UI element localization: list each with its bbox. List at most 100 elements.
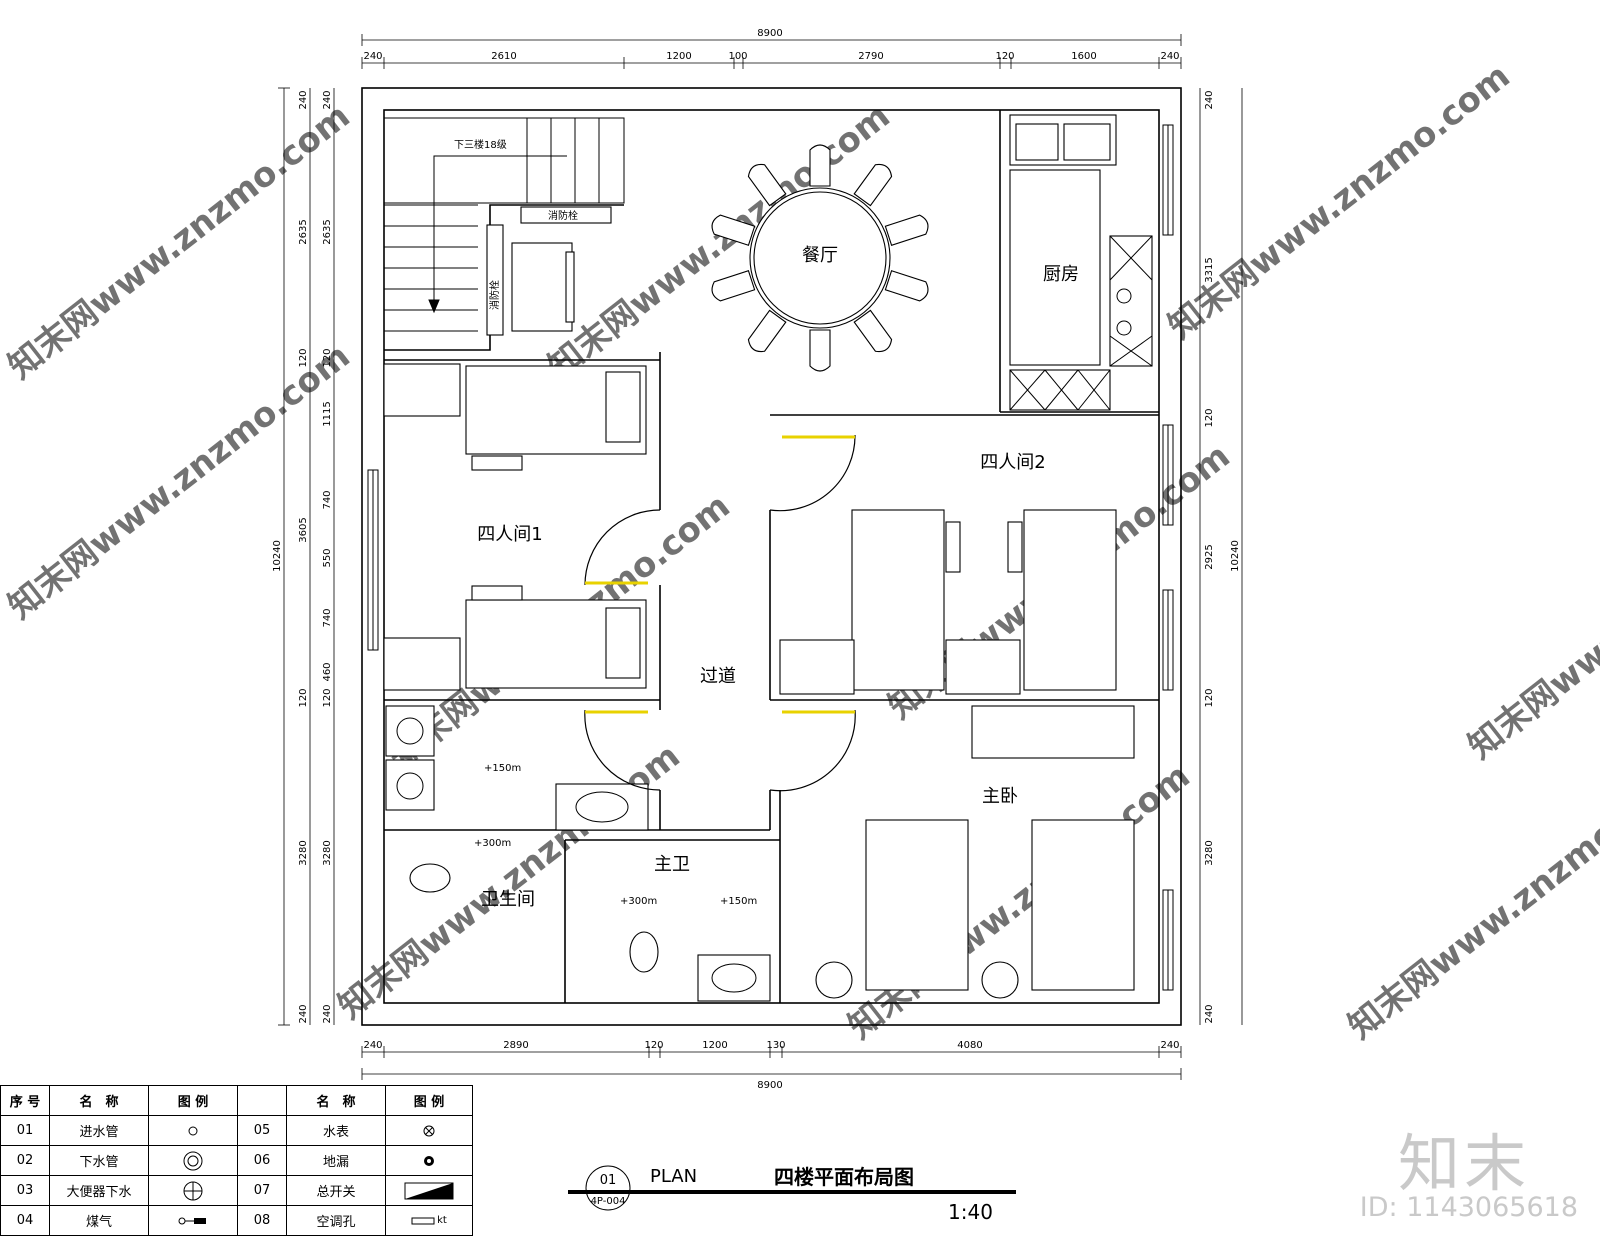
dim-right-2: 3315 <box>1204 257 1215 282</box>
dining-table: 餐厅 <box>711 144 929 372</box>
drain-icon <box>424 1155 434 1166</box>
legend-header-row: 序 号 名 称 图 例 名 称 图 例 <box>0 1085 473 1116</box>
hydrant-area: 消防栓 消防栓 <box>486 206 612 336</box>
dim-left-inner-11: 240 <box>322 1004 333 1023</box>
dim-left-outer-3: 120 <box>298 348 309 367</box>
legend-icon-cell <box>148 1175 238 1206</box>
legend-name: 进水管 <box>49 1115 149 1146</box>
dim-left-inner-7: 740 <box>322 608 333 627</box>
dim-right-1: 240 <box>1204 90 1215 109</box>
dimension-bottom: 240 2890 120 1200 130 4080 240 8900 <box>361 1040 1182 1091</box>
ac-hole-icon <box>411 1217 435 1224</box>
bath-level-300: +300m <box>474 838 511 849</box>
legend-icon-cell <box>148 1145 238 1176</box>
dim-left-total: 10240 <box>272 540 283 572</box>
legend-header-icon2: 图 例 <box>385 1085 473 1116</box>
dim-top-seg-5: 2790 <box>858 51 883 62</box>
gas-icon <box>178 1217 206 1224</box>
master-bedroom: 主卧 <box>815 786 1135 999</box>
watermark-7: 知末网www.znzmo.com <box>1461 476 1600 767</box>
bath-level-150: +150m <box>484 763 521 774</box>
hydrant-label-2: 消防栓 <box>488 280 501 310</box>
dim-bottom-seg-4: 1200 <box>702 1040 727 1051</box>
dimension-left: 10240 240 2635 120 3605 120 3280 240 240… <box>272 87 335 1026</box>
brand-id: ID: 1143065618 <box>1359 1192 1578 1223</box>
dim-left-inner-10: 3280 <box>322 840 333 865</box>
dim-left-outer-4: 3605 <box>298 517 309 542</box>
room1-furniture: 四人间1 <box>383 363 647 691</box>
stair-note: 下三楼18级 <box>454 138 507 151</box>
dim-left-outer-7: 240 <box>298 1004 309 1023</box>
dim-left-inner-4: 1115 <box>322 401 333 426</box>
dim-top-seg-2: 2610 <box>491 51 516 62</box>
legend-name: 地漏 <box>286 1145 386 1176</box>
dim-left-outer-2: 2635 <box>298 219 309 244</box>
legend-name: 大便器下水 <box>49 1175 149 1206</box>
legend-no: 02 <box>0 1145 50 1176</box>
title-number: 01 <box>600 1173 617 1188</box>
legend-name: 水表 <box>286 1115 386 1146</box>
legend-header-name: 名 称 <box>49 1085 149 1116</box>
doors <box>584 434 856 792</box>
legend-no: 05 <box>237 1115 287 1146</box>
dim-left-inner-5: 740 <box>322 490 333 509</box>
legend-header-icon: 图 例 <box>148 1085 238 1116</box>
legend-header-seq: 序 号 <box>0 1085 50 1116</box>
legend-icon-cell <box>385 1145 473 1176</box>
title-plan: PLAN <box>650 1166 697 1187</box>
legend-icon-cell <box>148 1205 238 1236</box>
dining-label: 餐厅 <box>802 245 838 266</box>
legend-row: 02 下水管 06 地漏 <box>0 1145 473 1176</box>
exterior-walls <box>361 87 1182 1026</box>
dim-bottom-seg-2: 2890 <box>503 1040 528 1051</box>
dim-left-inner-1: 240 <box>322 90 333 109</box>
dim-top-seg-4: 100 <box>728 51 747 62</box>
dim-left-inner-3: 120 <box>322 348 333 367</box>
bathroom-label: 卫生间 <box>481 889 535 910</box>
master-bath-level-300: +300m <box>620 896 657 907</box>
master-bath-level-150: +150m <box>720 896 757 907</box>
legend-row: 01 进水管 05 水表 <box>0 1115 473 1146</box>
title-scale: 1:40 <box>948 1200 993 1224</box>
legend-table: 序 号 名 称 图 例 名 称 图 例 01 进水管 05 水表 02 下水管 … <box>0 1085 473 1236</box>
master-bath-label: 主卫 <box>654 854 690 875</box>
dim-top-total: 8900 <box>757 28 782 39</box>
double-circle-icon <box>183 1151 203 1170</box>
legend-name: 空调孔 <box>286 1205 386 1236</box>
title-sheet: 4P-004 <box>591 1196 626 1207</box>
kitchen-label: 厨房 <box>1043 264 1079 285</box>
hydrant-label-1: 消防栓 <box>548 209 578 222</box>
dim-top-seg-6: 120 <box>995 51 1014 62</box>
dim-bottom-seg-6: 4080 <box>957 1040 982 1051</box>
legend-header-name2: 名 称 <box>286 1085 386 1116</box>
small-circle-icon <box>188 1126 198 1135</box>
staircase: 下三楼18级 <box>383 117 625 332</box>
legend-row: 03 大便器下水 07 总开关 <box>0 1175 473 1206</box>
corridor-label: 过道 <box>700 666 736 687</box>
dim-right-total: 10240 <box>1230 540 1241 572</box>
brand-logo: 知末 <box>1397 1127 1530 1200</box>
legend-no: 06 <box>237 1145 287 1176</box>
room1-label: 四人间1 <box>477 524 542 545</box>
dim-right-7: 240 <box>1204 1004 1215 1023</box>
dim-left-outer-6: 3280 <box>298 840 309 865</box>
dim-left-inner-9: 120 <box>322 688 333 707</box>
room2-label: 四人间2 <box>980 452 1045 473</box>
cross-circle-icon <box>183 1181 203 1200</box>
legend-icon-cell <box>385 1175 473 1206</box>
dim-left-outer-5: 120 <box>298 688 309 707</box>
dim-right-5: 120 <box>1204 688 1215 707</box>
dim-left-inner-8: 460 <box>322 662 333 681</box>
dim-bottom-seg-7: 240 <box>1160 1040 1179 1051</box>
dim-top-seg-7: 1600 <box>1071 51 1096 62</box>
dim-right-4: 2925 <box>1204 544 1215 569</box>
legend-icon-cell <box>148 1115 238 1146</box>
interior-walls <box>384 110 1159 1003</box>
dim-left-outer-1: 240 <box>298 90 309 109</box>
legend-no: 04 <box>0 1205 50 1236</box>
watermark-10: 知末网www.znzmo.com <box>1341 756 1600 1047</box>
legend-icon-cell: kt <box>385 1205 473 1236</box>
dim-left-inner-2: 2635 <box>322 219 333 244</box>
dim-right-3: 120 <box>1204 408 1215 427</box>
title-block: 01 4P-004 PLAN 四楼平面布局图 1:40 <box>568 1165 1016 1224</box>
